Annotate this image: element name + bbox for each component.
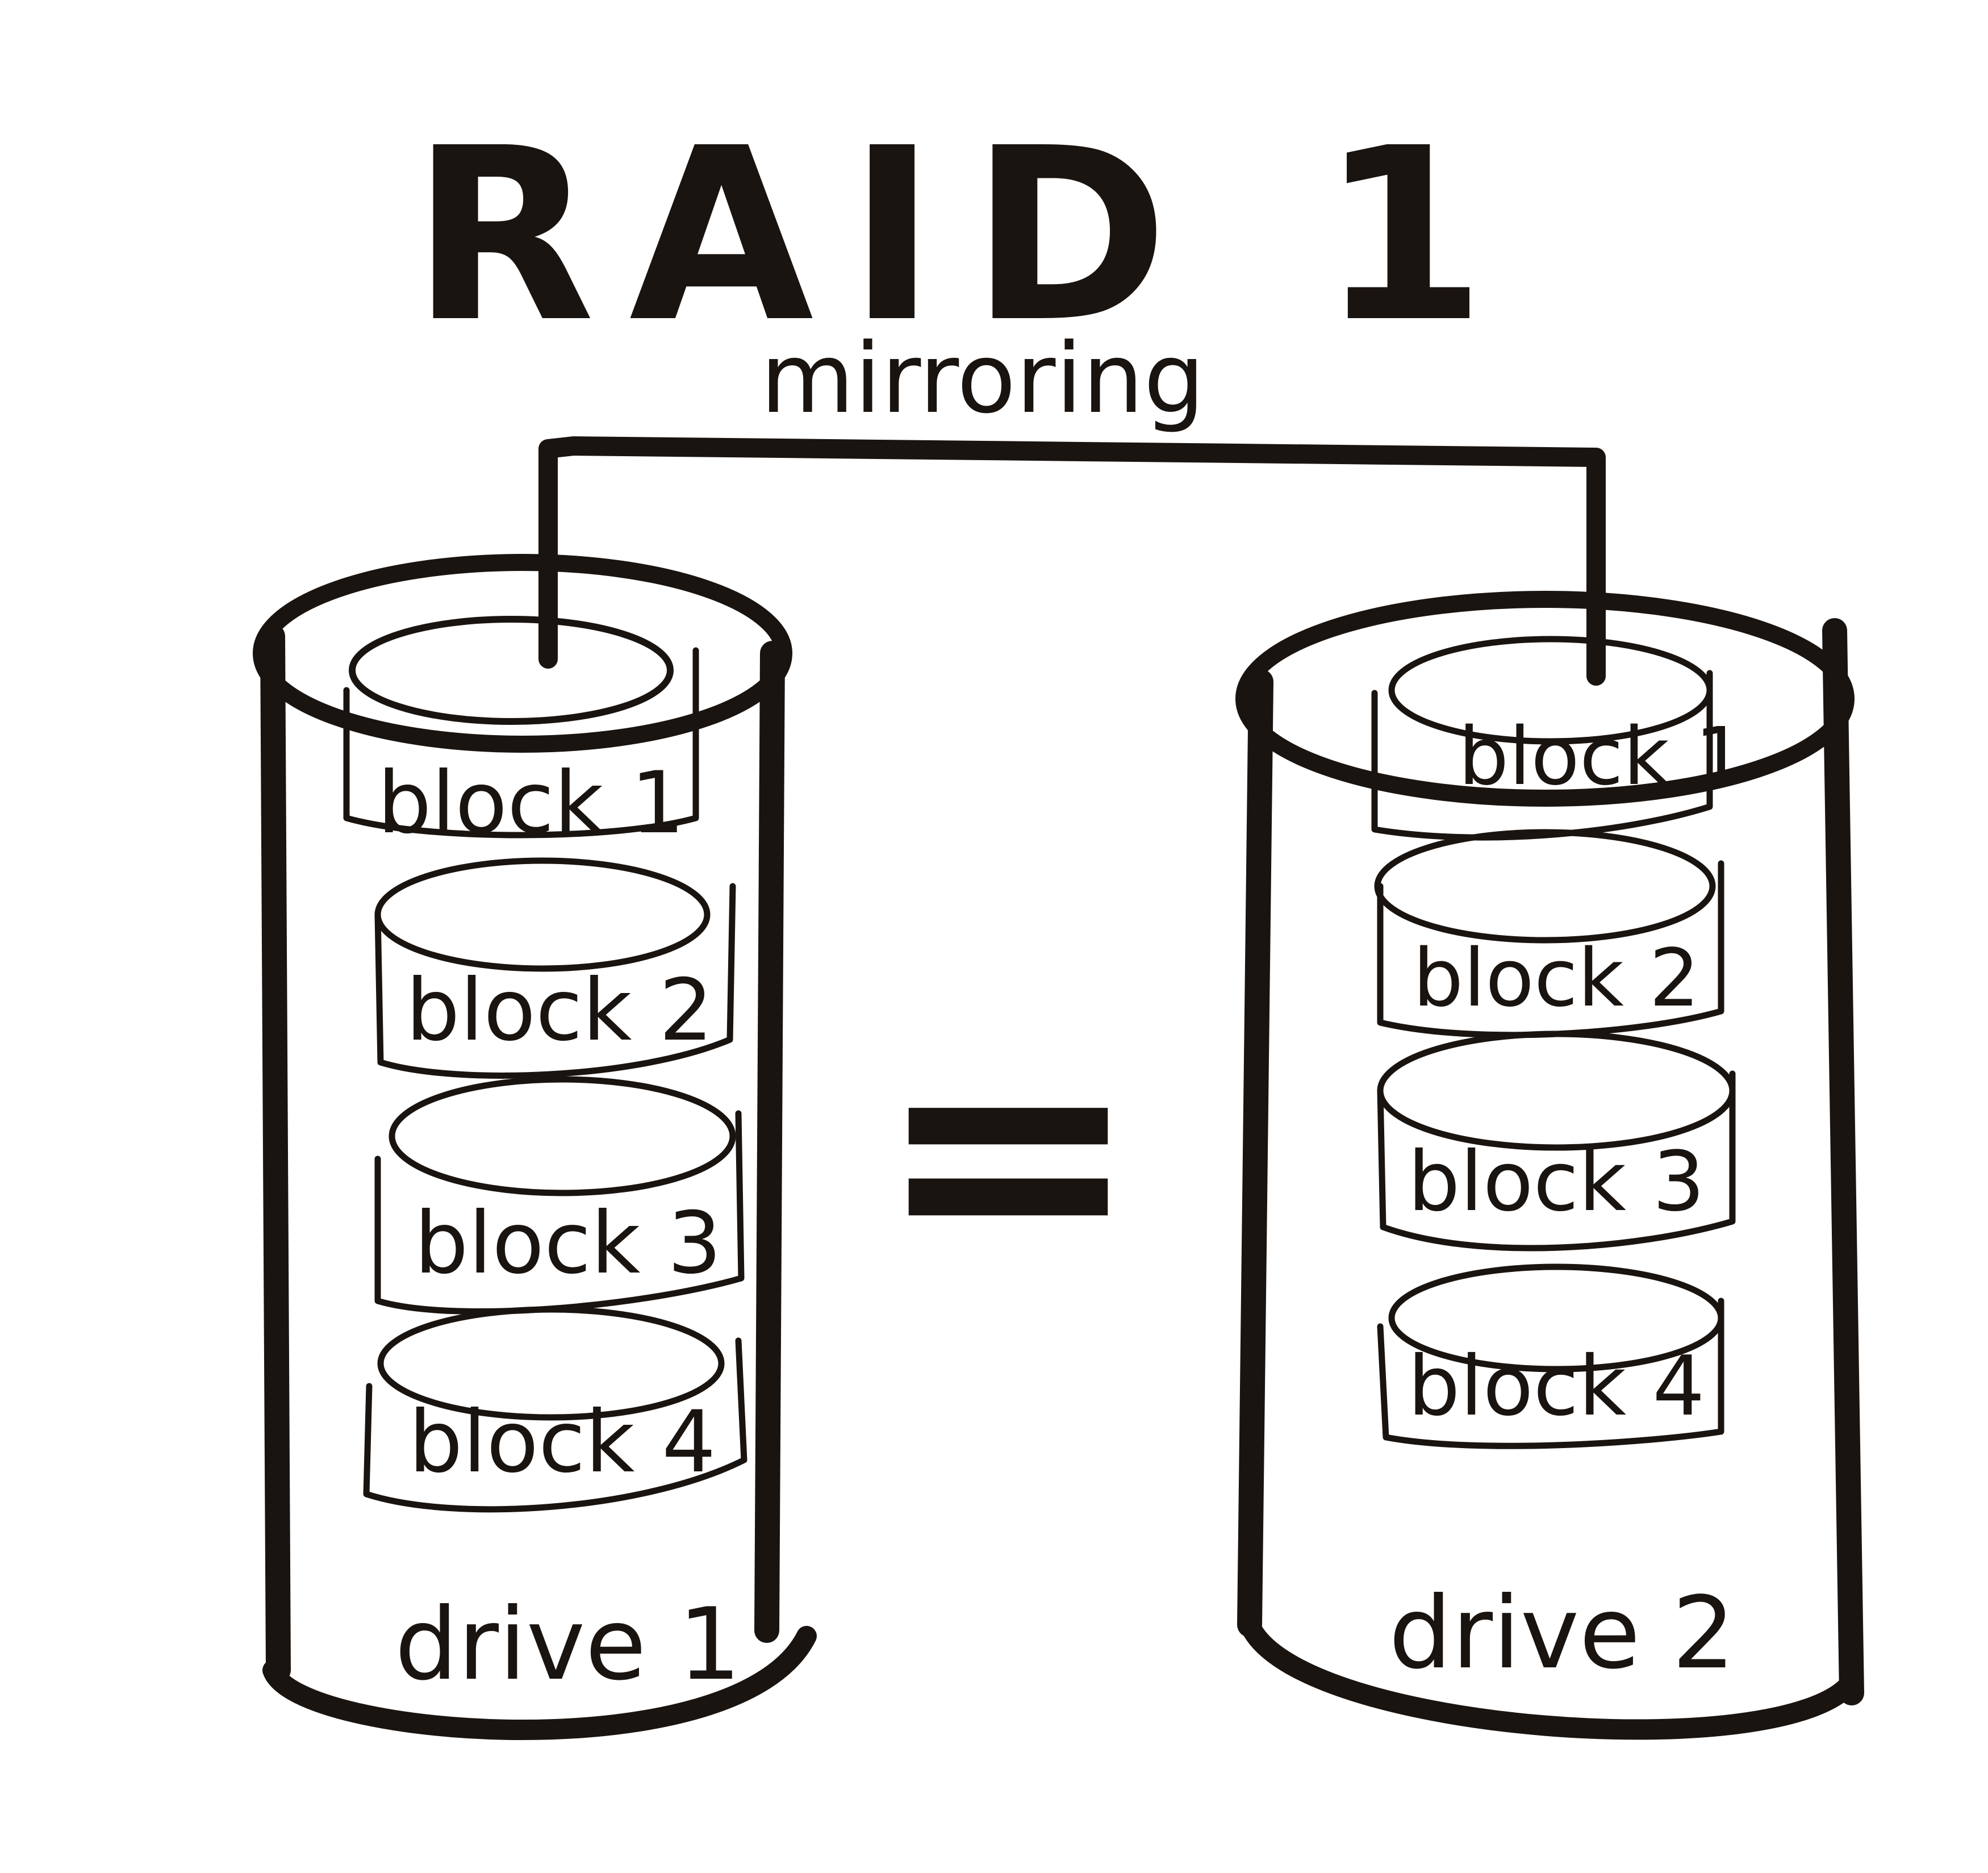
drive-1-top-platter: [349, 616, 674, 725]
drive-1-bottom: [262, 1626, 817, 1740]
drive-2-block-4-platter: [1377, 1298, 1724, 1449]
drive-2-block-3-label: block 3: [1408, 1134, 1705, 1230]
drive-1: block 1 block 2 block 3 block 4 drive 1: [253, 554, 817, 1740]
subtitle: mirroring: [761, 323, 1205, 435]
drive-2-right-wall: [1822, 618, 1864, 1705]
drive-2-block-3-platter: [1377, 1070, 1736, 1252]
drive-2: block 1 block 2 block 3 block 4 drive 2: [1235, 591, 1864, 1740]
drive-2-block-2-label: block 2: [1413, 932, 1699, 1025]
drive-1-block-3-label: block 3: [414, 1194, 721, 1293]
title: RAID 1: [411, 97, 1520, 375]
drive-1-label: drive 1: [395, 1587, 741, 1703]
drive-2-bottom: [1239, 1615, 1862, 1740]
drive-1-left-wall: [260, 624, 291, 1683]
drive-1-block-1-platter: [343, 647, 699, 839]
drive-1-block-2-platter: [374, 883, 736, 1079]
drive-1-block-4-platter: [363, 1337, 747, 1513]
drive-1-block-4-top: [377, 1306, 725, 1421]
equals-sign: =: [875, 966, 1141, 1337]
drive-2-block-2-top: [1374, 829, 1716, 944]
drive-1-block-1-label: block 1: [377, 754, 684, 853]
drive-2-left-wall: [1237, 669, 1273, 1637]
drive-1-top-rim: [253, 554, 792, 753]
drive-1-block-2-label: block 2: [406, 961, 713, 1060]
drive-2-block-1-label: block 1: [1458, 711, 1745, 803]
drive-2-block-4-label: block 4: [1408, 1338, 1705, 1434]
mirroring-connector: [538, 436, 1606, 686]
drive-1-block-4-label: block 4: [408, 1393, 716, 1492]
drive-2-block-3-top: [1377, 1031, 1736, 1151]
drive-1-right-wall: [754, 641, 785, 1643]
drive-1-block-3-top: [389, 1076, 736, 1196]
drive-2-top-rim: [1235, 591, 1855, 807]
drive-2-label: drive 2: [1389, 1576, 1735, 1691]
drive-1-block-2-top: [374, 857, 711, 972]
